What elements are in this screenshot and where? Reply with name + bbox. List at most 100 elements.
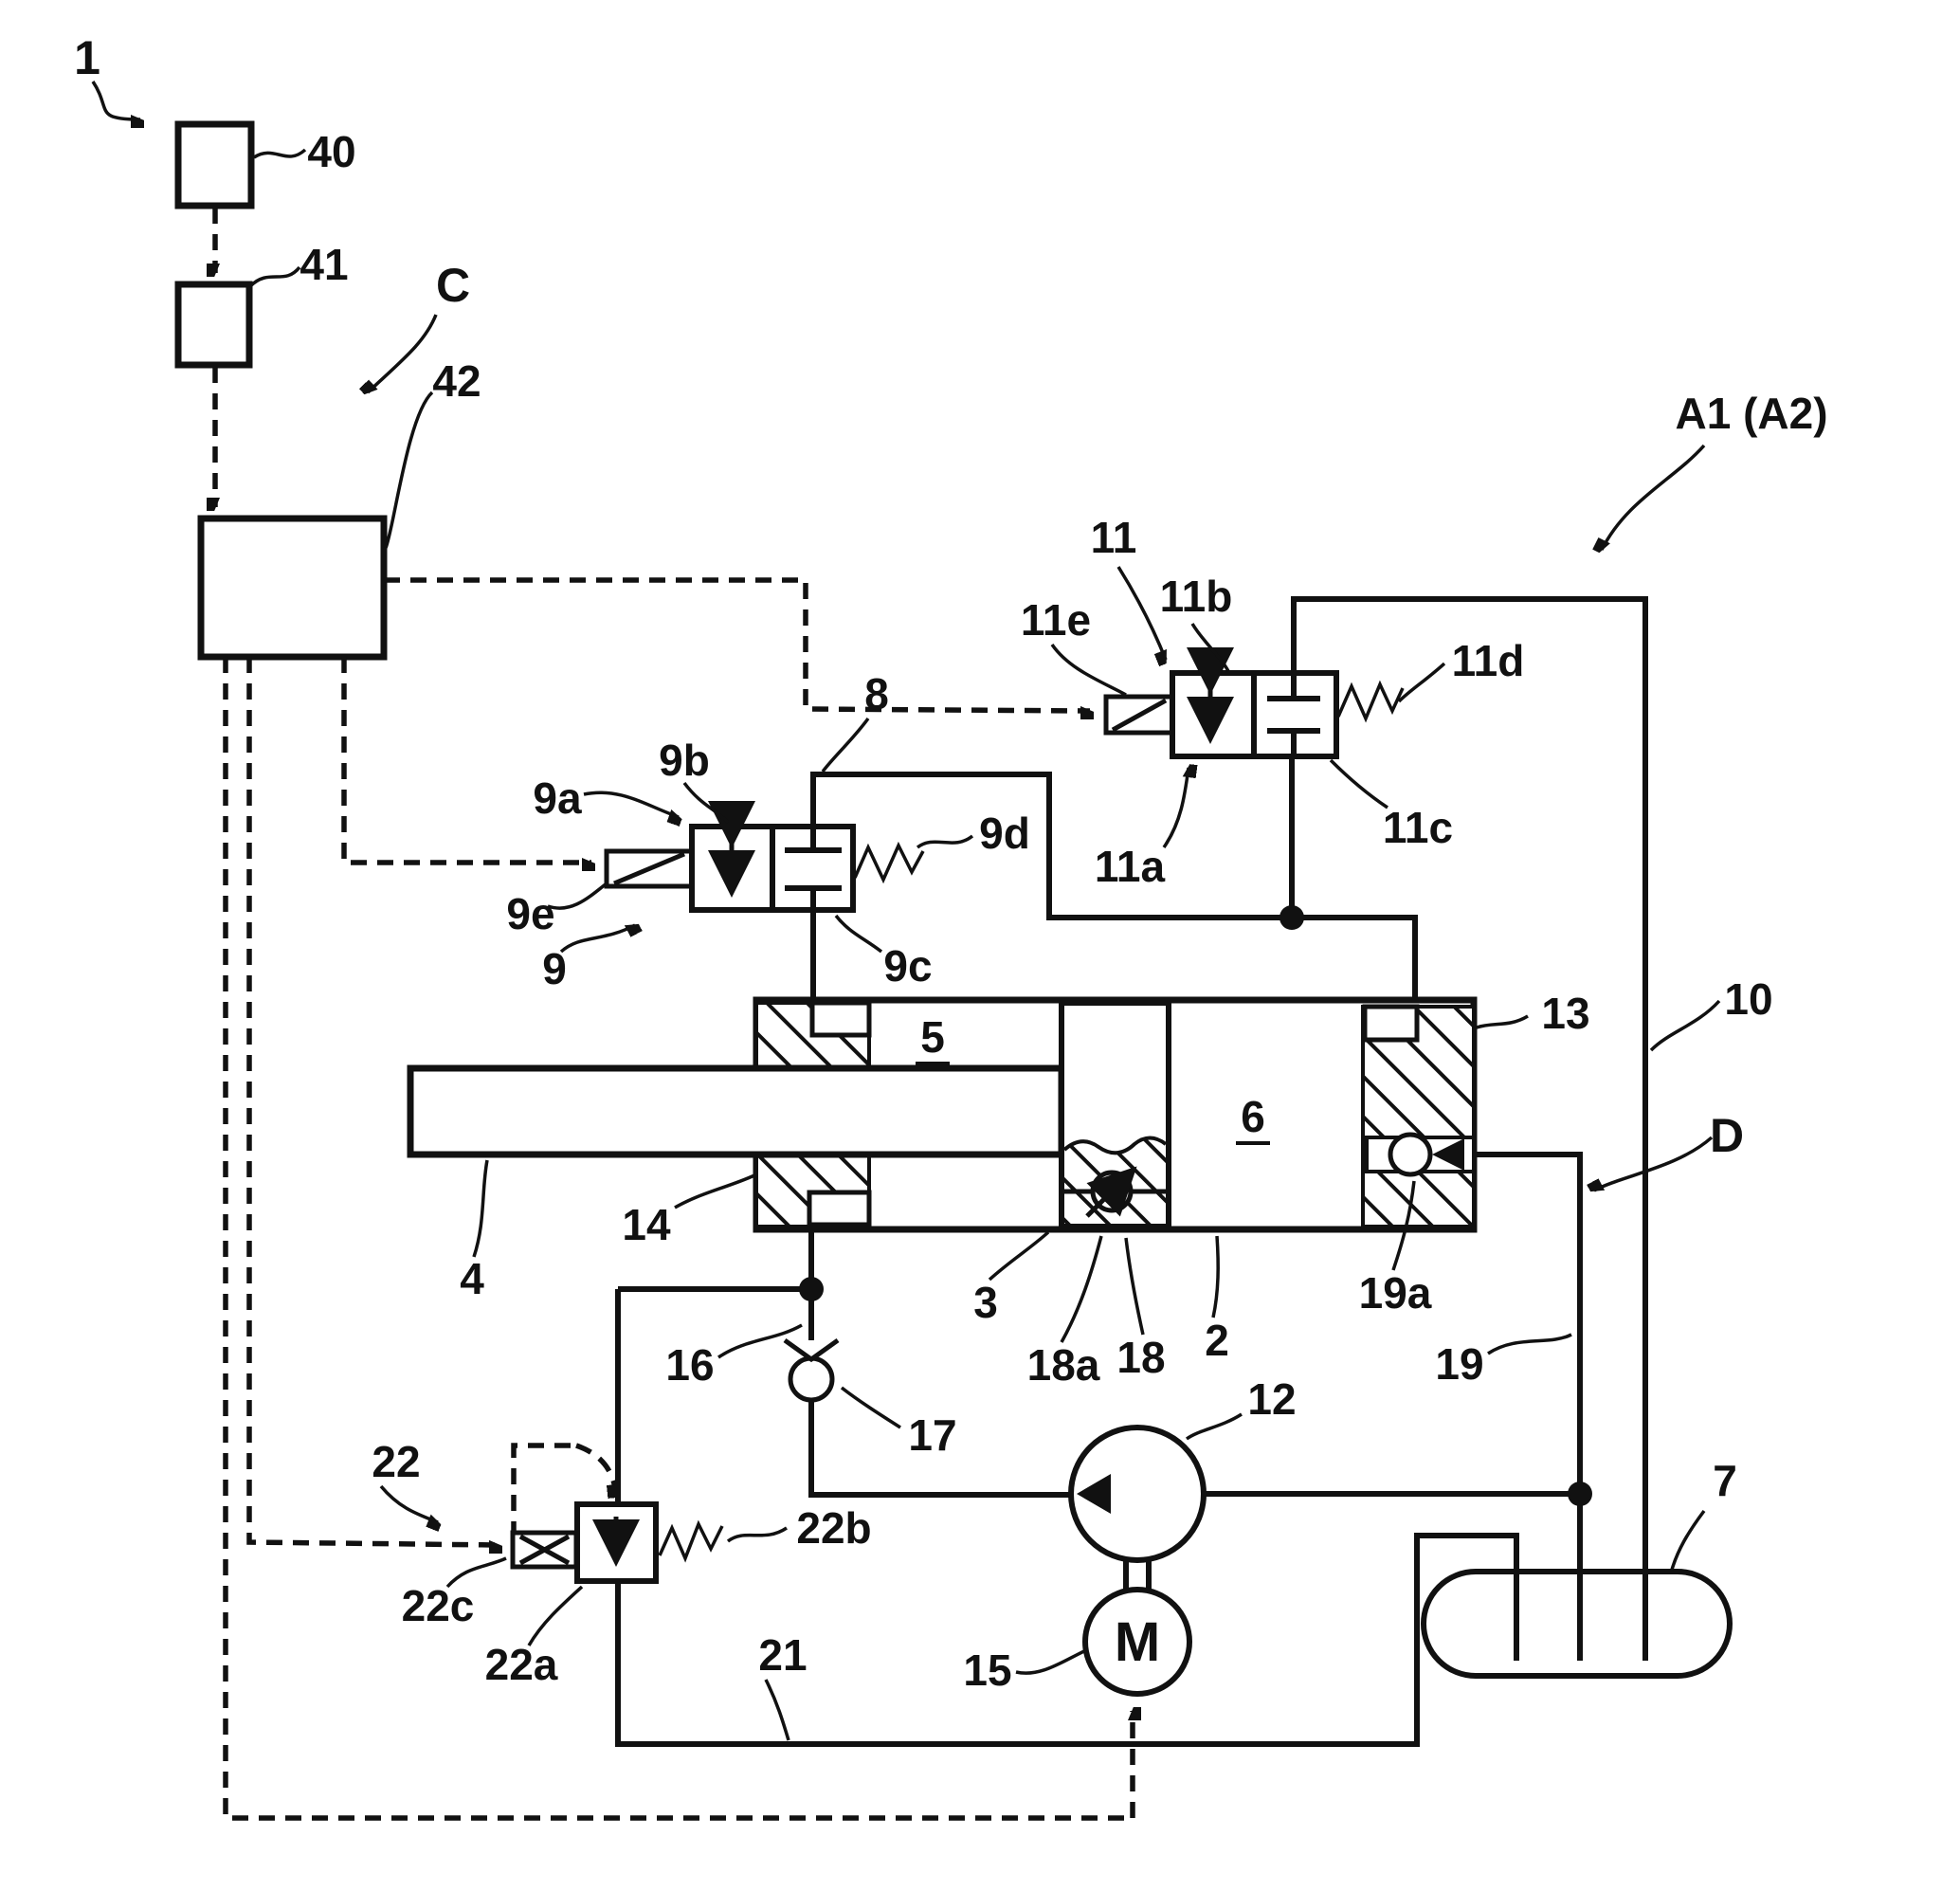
leader-11	[1116, 566, 1168, 660]
leader-12	[1185, 1412, 1243, 1441]
label-11e: 11e	[1021, 595, 1091, 645]
junction-dot-11a	[1279, 905, 1304, 930]
dashed-line-42-to-22c	[246, 657, 499, 1545]
label-11a: 11a	[1095, 842, 1166, 891]
label-12: 12	[1247, 1374, 1296, 1424]
control-box-40	[174, 120, 255, 209]
leader-A1	[1602, 444, 1706, 550]
label-18a: 18a	[1027, 1340, 1100, 1390]
dashed-arrow-22-body	[575, 1443, 616, 1494]
check-valve-17-seat	[783, 1337, 840, 1363]
label-18: 18	[1116, 1333, 1165, 1382]
leader-17	[840, 1386, 901, 1429]
label-7: 7	[1713, 1456, 1737, 1505]
leader-9c	[834, 914, 883, 954]
leader-C	[368, 314, 438, 392]
label-9e: 9e	[506, 889, 554, 938]
leader-9	[559, 925, 635, 954]
leader-3	[988, 1230, 1050, 1282]
leader-9b	[682, 781, 730, 825]
check-valve-19a-seat	[1432, 1138, 1464, 1171]
port-notch-16	[807, 1190, 872, 1227]
pipe-pump-inlet	[808, 1400, 1073, 1498]
motor-letter: M	[1115, 1611, 1160, 1673]
label-41: 41	[299, 240, 348, 289]
port-notch-8	[1362, 1004, 1420, 1043]
leader-22c	[445, 1556, 507, 1589]
leader-15	[1015, 1647, 1089, 1675]
leader-9d	[916, 834, 974, 849]
leader-42	[384, 391, 434, 549]
leader-13	[1476, 1014, 1529, 1029]
label-C: C	[436, 259, 470, 312]
label-11: 11	[1091, 513, 1137, 562]
leader-7	[1670, 1509, 1706, 1571]
spring-22b-icon	[658, 1519, 724, 1563]
valve-11-closed-symbol	[1267, 673, 1320, 758]
label-22: 22	[372, 1437, 420, 1486]
leader-19	[1487, 1333, 1572, 1355]
dashed-line-42-to-11e	[384, 577, 1090, 711]
label-2: 2	[1205, 1316, 1229, 1365]
leader-9e	[547, 882, 608, 910]
check-valve-17-icon	[788, 1355, 835, 1403]
leader-18	[1124, 1237, 1145, 1336]
check-valve-18-arrow	[1085, 1166, 1137, 1218]
label-22a: 22a	[485, 1640, 558, 1689]
label-11d: 11d	[1452, 636, 1525, 685]
piston-rod-4	[407, 1064, 1065, 1158]
end-cap-13-hatch	[1361, 1005, 1476, 1228]
label-6: 6	[1241, 1092, 1265, 1141]
pump-12-triangle	[1077, 1474, 1111, 1514]
leader-16	[717, 1323, 803, 1359]
accumulator-7-icon	[1421, 1569, 1733, 1679]
label-9b: 9b	[659, 736, 710, 785]
leader-11d	[1397, 662, 1446, 703]
pump-12-icon	[1068, 1425, 1207, 1563]
label-22c: 22c	[402, 1581, 475, 1630]
leader-22b	[726, 1526, 788, 1543]
junction-dot-19	[1568, 1482, 1592, 1506]
label-21: 21	[758, 1630, 807, 1680]
leader-10	[1649, 999, 1721, 1052]
leader-9a	[583, 791, 679, 817]
leader-1	[91, 81, 140, 119]
leader-2	[1211, 1235, 1220, 1318]
label-A1-A2: A1 (A2)	[1675, 389, 1827, 438]
label-10: 10	[1724, 974, 1772, 1024]
leader-19a	[1391, 1180, 1416, 1271]
label-17: 17	[908, 1410, 956, 1460]
label-1: 1	[74, 31, 100, 84]
label-22b: 22b	[796, 1503, 871, 1553]
label-4: 4	[460, 1254, 484, 1303]
leader-40	[253, 148, 307, 159]
junction-dot-16	[799, 1277, 824, 1301]
label-14: 14	[622, 1200, 671, 1249]
dashed-line-42-to-motor	[223, 657, 1133, 1821]
leader-18a	[1060, 1235, 1103, 1343]
label-16: 16	[665, 1340, 714, 1390]
leader-8	[821, 717, 870, 773]
label-19: 19	[1435, 1339, 1483, 1389]
dashed-line-42-to-9e	[341, 657, 591, 863]
label-15: 15	[963, 1646, 1011, 1695]
leader-22	[379, 1484, 438, 1522]
label-11b: 11b	[1160, 572, 1233, 621]
label-D: D	[1710, 1109, 1744, 1162]
leader-22a	[527, 1585, 584, 1646]
leader-21	[764, 1679, 790, 1741]
controller-box-42	[197, 515, 388, 661]
leader-11a	[1162, 768, 1189, 848]
label-13: 13	[1541, 989, 1589, 1038]
valve-9-closed-symbol	[785, 827, 842, 910]
label-9a: 9a	[533, 773, 582, 823]
leader-41	[248, 265, 301, 288]
dashed-branch-22	[511, 1443, 576, 1537]
check-valve-19a-icon	[1388, 1132, 1433, 1177]
leader-4	[472, 1159, 489, 1258]
label-5: 5	[920, 1012, 945, 1062]
port-notch-9c	[809, 1000, 872, 1038]
leader-11c	[1329, 758, 1388, 809]
